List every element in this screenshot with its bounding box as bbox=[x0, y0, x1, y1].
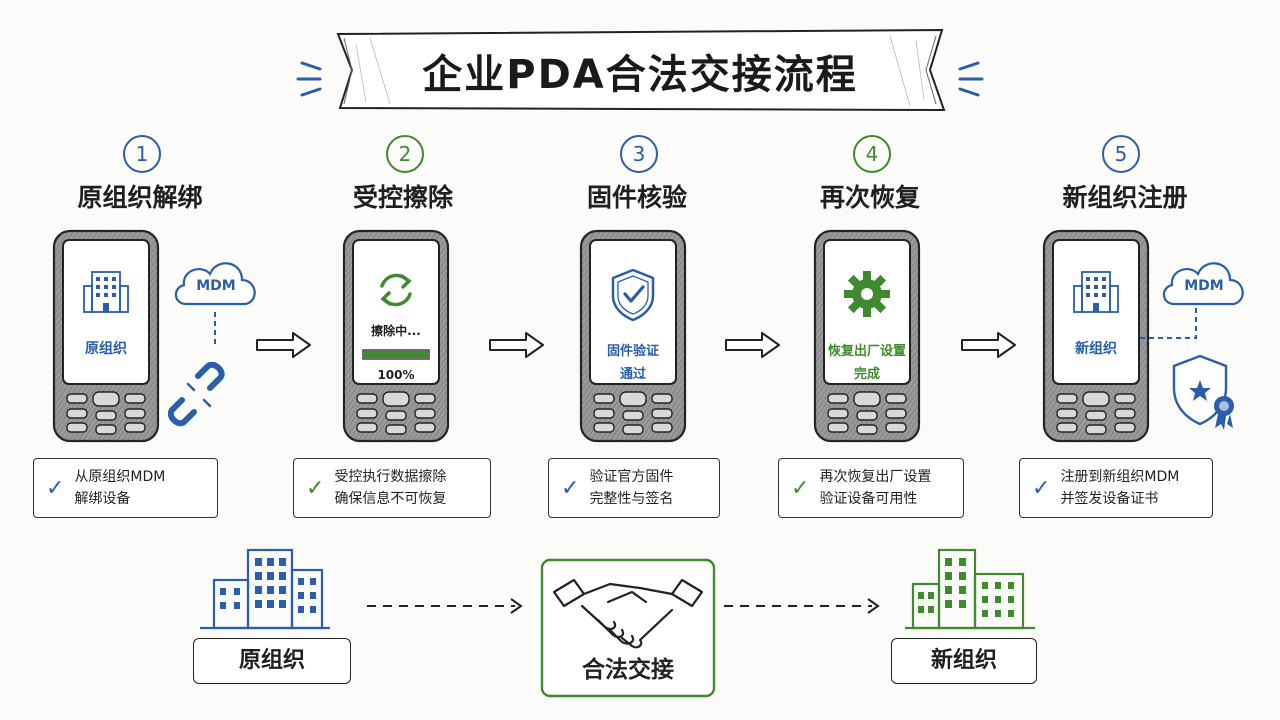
step-4-description: ✓ 再次恢复出厂设置验证设备可用性 bbox=[778, 458, 964, 518]
screen-label-2: 擦除中... bbox=[371, 324, 421, 338]
pda-device-4 bbox=[813, 229, 921, 443]
checkmark-icon: ✓ bbox=[561, 475, 580, 501]
step-5-title: 新组织注册 bbox=[1062, 183, 1188, 212]
desc-line: 验证官方固件 bbox=[589, 469, 674, 485]
screen-label-4b: 完成 bbox=[853, 367, 880, 382]
handover-box bbox=[540, 558, 716, 698]
step-3-description: ✓ 验证官方固件完整性与签名 bbox=[548, 458, 720, 518]
desc-line: 注册到新组织MDM bbox=[1060, 469, 1180, 485]
step-2-description: ✓ 受控执行数据擦除确保信息不可恢复 bbox=[293, 458, 491, 518]
old-organization-label: 原组织 bbox=[193, 638, 351, 684]
desc-line: 并签发设备证书 bbox=[1060, 491, 1159, 507]
step-4-title: 再次恢复 bbox=[819, 183, 920, 212]
screen-label-3a: 固件验证 bbox=[606, 344, 659, 359]
arrow-1-2 bbox=[256, 332, 311, 358]
broken-link-icon bbox=[168, 362, 225, 427]
screen-label-4a: 恢复出厂设置 bbox=[827, 344, 906, 359]
step-3-title: 固件核验 bbox=[586, 183, 687, 212]
screen-label-5: 新组织 bbox=[1075, 341, 1117, 357]
arrow-3-4 bbox=[725, 332, 780, 358]
screen-label-3b: 通过 bbox=[619, 367, 646, 382]
arrow-2-3 bbox=[489, 332, 544, 358]
dashed-arrow-right bbox=[724, 598, 880, 614]
banner-accent-left bbox=[296, 61, 322, 97]
pda-device-2 bbox=[342, 229, 450, 443]
desc-line: 再次恢复出厂设置 bbox=[819, 469, 932, 485]
desc-line: 从原组织MDM bbox=[74, 469, 166, 485]
screen-label-1: 原组织 bbox=[85, 341, 127, 357]
pda-device-3 bbox=[579, 229, 687, 443]
cloud-label-1: MDM bbox=[196, 278, 236, 294]
step-2-title: 受控擦除 bbox=[352, 183, 453, 212]
step-1-number: 1 bbox=[123, 135, 161, 173]
checkmark-icon: ✓ bbox=[791, 475, 810, 501]
connector-line-1 bbox=[214, 312, 216, 348]
step-2-number: 2 bbox=[386, 135, 424, 173]
cloud-icon-1 bbox=[174, 262, 256, 306]
new-organization-label: 新组织 bbox=[891, 638, 1037, 684]
step-5-number: 5 bbox=[1102, 135, 1140, 173]
desc-line: 确保信息不可恢复 bbox=[334, 491, 447, 507]
new-organization-building-icon bbox=[905, 548, 1035, 630]
desc-line: 解绑设备 bbox=[74, 491, 131, 507]
step-5-description: ✓ 注册到新组织MDM 并签发设备证书 bbox=[1019, 458, 1213, 518]
desc-line: 完整性与签名 bbox=[589, 491, 674, 507]
pda-device-5 bbox=[1042, 229, 1150, 443]
step-1-title: 原组织解绑 bbox=[77, 183, 203, 212]
step-4-number: 4 bbox=[853, 135, 891, 173]
dashed-arrow-left bbox=[367, 598, 523, 614]
desc-line: 受控执行数据擦除 bbox=[334, 469, 447, 485]
arrow-4-5 bbox=[961, 332, 1016, 358]
progress-text: 100% bbox=[377, 368, 415, 382]
page-title: 企业PDA合法交接流程 bbox=[422, 52, 858, 98]
checkmark-icon: ✓ bbox=[46, 475, 65, 501]
pda-device-1 bbox=[52, 229, 160, 443]
checkmark-icon: ✓ bbox=[306, 475, 325, 501]
cloud-label-5: MDM bbox=[1184, 278, 1224, 294]
checkmark-icon: ✓ bbox=[1032, 475, 1051, 501]
handover-label: 合法交接 bbox=[582, 657, 674, 683]
old-organization-building-icon bbox=[200, 548, 330, 630]
banner-accent-right bbox=[958, 61, 984, 97]
step-1-description: ✓ 从原组织MDM 解绑设备 bbox=[33, 458, 218, 518]
title-banner bbox=[336, 28, 946, 112]
step-3-number: 3 bbox=[620, 135, 658, 173]
certificate-shield-icon bbox=[1172, 354, 1234, 430]
desc-line: 验证设备可用性 bbox=[819, 491, 918, 507]
cloud-icon-5 bbox=[1162, 262, 1244, 306]
connector-line-5 bbox=[1140, 308, 1197, 339]
